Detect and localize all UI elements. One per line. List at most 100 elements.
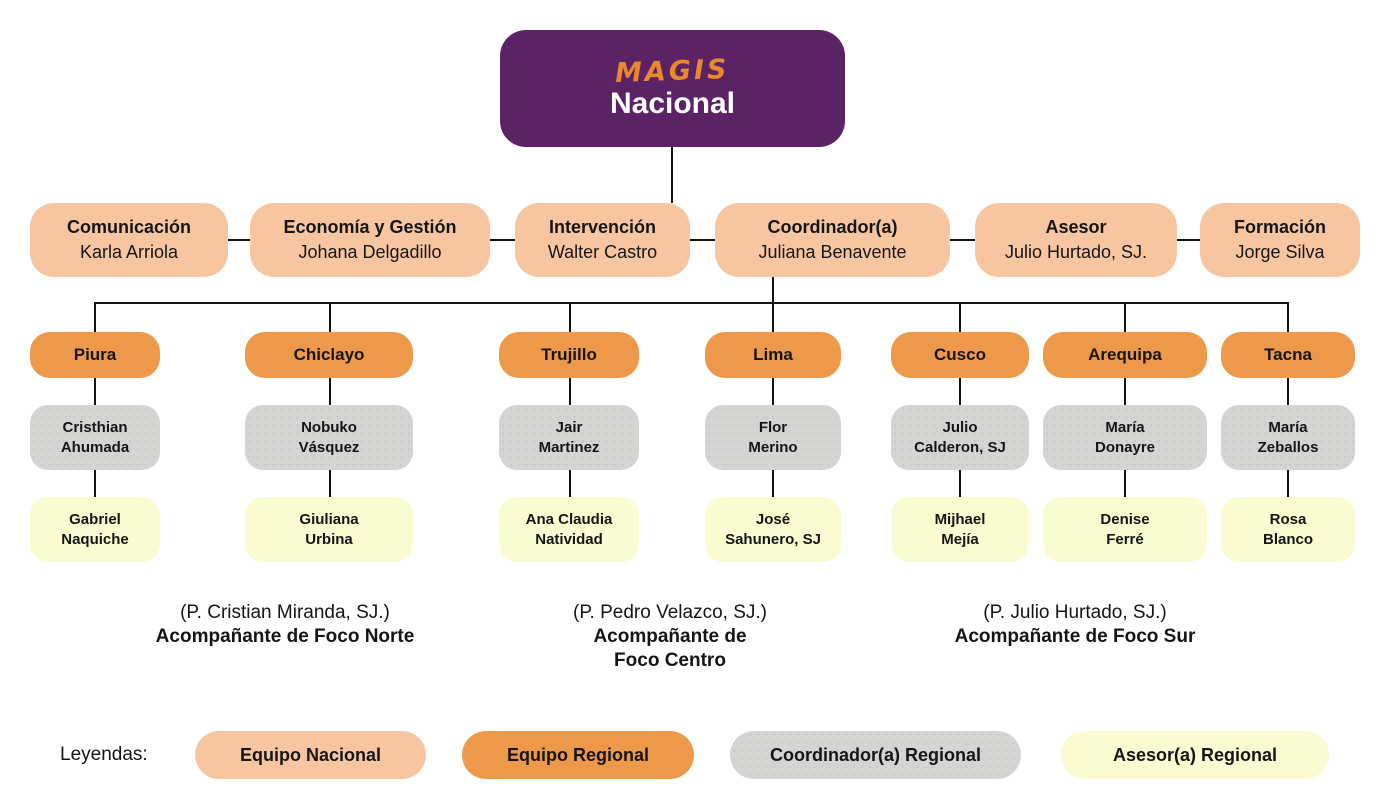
person-name: Giuliana Urbina xyxy=(299,510,359,548)
connector-region-drop xyxy=(1287,302,1289,332)
connector-coordinator-link xyxy=(959,378,961,405)
legend-item-label: Coordinador(a) Regional xyxy=(770,744,981,765)
person-name: Karla Arriola xyxy=(79,242,179,262)
connector-coordinator-link xyxy=(1287,378,1289,405)
coordinator-node-lima: Flor Merino xyxy=(705,405,841,470)
connector-national-seg xyxy=(690,239,715,241)
foco-norte-annotation: (P. Cristian Miranda, SJ.) Acompañante d… xyxy=(85,601,485,649)
connector-asesor-link xyxy=(569,470,571,497)
national-node-asesor: Asesor Julio Hurtado, SJ. xyxy=(975,203,1177,277)
person-name: Rosa Blanco xyxy=(1262,510,1313,548)
person-name: Julio Hurtado, SJ. xyxy=(1004,242,1148,262)
connector-coordinator-link xyxy=(329,378,331,405)
connector-region-drop xyxy=(959,302,961,332)
foco-label: Acompañante de Foco Norte xyxy=(155,626,415,647)
legend-item-label: Asesor(a) Regional xyxy=(1112,744,1278,765)
connector-asesor-link xyxy=(1124,470,1126,497)
role-label: Coordinador(a) xyxy=(767,217,898,237)
connector-asesor-link xyxy=(772,470,774,497)
coordinator-node-tacna: María Zeballos xyxy=(1221,405,1355,470)
coordinator-node-arequipa: María Donayre xyxy=(1043,405,1207,470)
connector-region-drop xyxy=(1124,302,1126,332)
asesor-node-tacna: Rosa Blanco xyxy=(1221,497,1355,562)
city-label: Trujillo xyxy=(541,345,597,364)
city-label: Lima xyxy=(753,345,793,364)
asesor-node-chiclayo: Giuliana Urbina xyxy=(245,497,413,562)
person-name: Flor Merino xyxy=(748,418,798,456)
national-node-intervencion: Intervención Walter Castro xyxy=(515,203,690,277)
foco-priest: (P. Cristian Miranda, SJ.) xyxy=(180,602,390,623)
person-name: Walter Castro xyxy=(547,242,658,262)
national-node-comunicacion: Comunicación Karla Arriola xyxy=(30,203,228,277)
person-name: Johana Delgadillo xyxy=(298,242,442,262)
person-name: Juliana Benavente xyxy=(758,242,907,262)
person-name: Mijhael Mejía xyxy=(934,510,986,548)
legend-asesor-regional: Asesor(a) Regional xyxy=(1061,731,1329,779)
region-node-tacna: Tacna xyxy=(1221,332,1355,378)
city-label: Piura xyxy=(73,345,117,364)
role-label: Economía y Gestión xyxy=(283,217,457,237)
national-node-formacion: Formación Jorge Silva xyxy=(1200,203,1360,277)
legend-equipo-nacional: Equipo Nacional xyxy=(195,731,426,779)
asesor-node-lima: José Sahunero, SJ xyxy=(705,497,841,562)
foco-label: Acompañante de Foco Sur xyxy=(954,626,1196,647)
asesor-node-cusco: Mijhael Mejía xyxy=(891,497,1029,562)
role-label: Asesor xyxy=(1045,217,1107,237)
asesor-node-arequipa: Denise Ferré xyxy=(1043,497,1207,562)
region-node-piura: Piura xyxy=(30,332,160,378)
legend-equipo-regional: Equipo Regional xyxy=(462,731,694,779)
connector-coordinator-link xyxy=(569,378,571,405)
connector-national-seg xyxy=(228,239,250,241)
region-node-cusco: Cusco xyxy=(891,332,1029,378)
person-name: Denise Ferré xyxy=(1100,510,1150,548)
person-name: Jorge Silva xyxy=(1235,242,1325,262)
connector-national-seg xyxy=(950,239,975,241)
legend-item-label: Equipo Regional xyxy=(507,744,649,765)
connector-region-drop xyxy=(772,302,774,332)
coordinator-node-cusco: Julio Calderon, SJ xyxy=(891,405,1029,470)
city-label: Arequipa xyxy=(1088,345,1162,364)
connector-asesor-link xyxy=(959,470,961,497)
role-label: Intervención xyxy=(548,217,657,237)
person-name: Gabriel Naquiche xyxy=(61,510,129,548)
magis-logo: MAGIS xyxy=(614,54,731,89)
root-node-magis-nacional: MAGIS Nacional xyxy=(500,30,845,147)
city-label: Cusco xyxy=(934,345,986,364)
legend-coordinador-regional: Coordinador(a) Regional xyxy=(730,731,1021,779)
role-label: Formación xyxy=(1233,217,1326,237)
person-name: Jair Martinez xyxy=(538,418,600,456)
connector-coordinator-link xyxy=(772,378,774,405)
person-name: Ana Claudia Natividad xyxy=(525,510,613,548)
national-node-coordinador: Coordinador(a) Juliana Benavente xyxy=(715,203,950,277)
person-name: Julio Calderon, SJ xyxy=(914,418,1006,456)
national-node-economia: Economía y Gestión Johana Delgadillo xyxy=(250,203,490,277)
foco-priest: (P. Pedro Velazco, SJ.) xyxy=(573,602,767,623)
connector-national-seg xyxy=(1177,239,1200,241)
coordinator-node-piura: Cristhian Ahumada xyxy=(30,405,160,470)
connector-asesor-link xyxy=(1287,470,1289,497)
connector-region-drop xyxy=(329,302,331,332)
foco-priest: (P. Julio Hurtado, SJ.) xyxy=(983,602,1167,623)
connector-coordinator-drop xyxy=(772,277,774,304)
connector-region-drop xyxy=(94,302,96,332)
root-node-title: Nacional xyxy=(609,87,736,120)
foco-label: Acompañante de Foco Centro xyxy=(593,626,747,671)
region-node-lima: Lima xyxy=(705,332,841,378)
region-node-trujillo: Trujillo xyxy=(499,332,639,378)
foco-sur-annotation: (P. Julio Hurtado, SJ.) Acompañante de F… xyxy=(905,601,1245,649)
person-name: Cristhian Ahumada xyxy=(60,418,130,456)
connector-asesor-link xyxy=(329,470,331,497)
person-name: Nobuko Vásquez xyxy=(298,418,360,456)
connector-distribution-line xyxy=(94,302,1289,304)
region-node-chiclayo: Chiclayo xyxy=(245,332,413,378)
connector-coordinator-link xyxy=(94,378,96,405)
legend-title: Leyendas: xyxy=(60,744,148,765)
coordinator-node-chiclayo: Nobuko Vásquez xyxy=(245,405,413,470)
asesor-node-trujillo: Ana Claudia Natividad xyxy=(499,497,639,562)
city-label: Tacna xyxy=(1264,345,1312,364)
connector-root-drop xyxy=(671,147,673,203)
foco-centro-annotation: (P. Pedro Velazco, SJ.) Acompañante de F… xyxy=(520,601,820,673)
person-name: María Zeballos xyxy=(1257,418,1319,456)
connector-coordinator-link xyxy=(1124,378,1126,405)
